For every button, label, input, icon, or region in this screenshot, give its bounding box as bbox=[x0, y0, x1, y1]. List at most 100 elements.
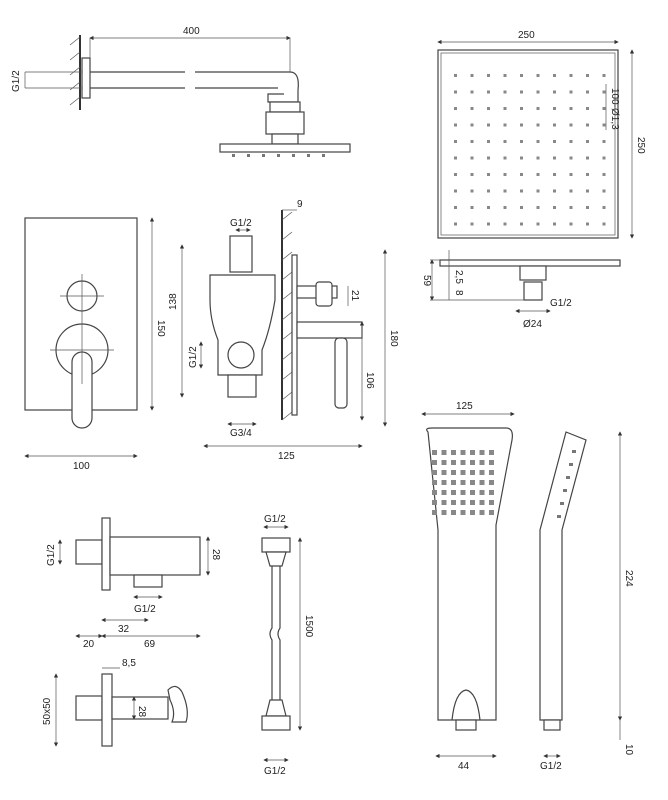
nozzle-dot bbox=[520, 206, 523, 209]
outlet-dim-b-label: 20 bbox=[83, 639, 95, 650]
nozzle-dot bbox=[553, 123, 556, 127]
hose-thread-top-label: G1/2 bbox=[264, 514, 286, 525]
wall-thickness-label: 9 bbox=[297, 199, 303, 210]
mixer-top-thread-label: G1/2 bbox=[230, 218, 252, 229]
mixer-body-drawing: G1/2 9 21 138 180 G1/2 106 G3/4 125 bbox=[168, 199, 399, 462]
nozzle-dot bbox=[520, 222, 523, 226]
nozzle-dot bbox=[460, 500, 466, 505]
nozzle-dot bbox=[454, 222, 457, 226]
nozzle-dot bbox=[441, 480, 447, 485]
nozzle-dot bbox=[569, 206, 573, 209]
nozzle-dot bbox=[520, 189, 523, 193]
nozzle-dot bbox=[479, 470, 485, 475]
nozzle-dot bbox=[503, 90, 507, 94]
hand-shower-bottom-label: 44 bbox=[458, 761, 470, 772]
plate-height-label: 150 bbox=[155, 320, 166, 337]
nozzle-dot bbox=[460, 510, 466, 515]
nozzle-dot bbox=[586, 189, 589, 193]
nozzle-dot bbox=[470, 460, 475, 465]
hand-shower-front: 125 44 bbox=[421, 401, 515, 772]
nozzle-dot bbox=[432, 450, 437, 455]
nozzle-dot bbox=[470, 450, 475, 455]
nozzle-dot bbox=[487, 123, 490, 127]
nozzle-dot bbox=[569, 140, 573, 143]
nozzle-dot bbox=[489, 450, 494, 455]
nozzle-dot bbox=[520, 123, 523, 127]
mixer-height-a-label: 138 bbox=[168, 293, 179, 310]
nozzle-dot bbox=[602, 156, 606, 160]
nozzle-dot bbox=[451, 500, 456, 505]
overhead-arm-drawing: 400 G1/2 bbox=[11, 26, 351, 157]
nozzle-dot bbox=[470, 90, 474, 94]
mixer-height-b-label: 180 bbox=[388, 330, 399, 347]
nozzle-dot bbox=[569, 90, 573, 94]
nozzle-dot bbox=[553, 90, 556, 94]
nozzle-dot bbox=[602, 90, 606, 94]
nozzle-dot bbox=[470, 222, 474, 226]
nozzle-dot bbox=[489, 510, 494, 515]
nozzle-dot bbox=[553, 107, 556, 110]
nozzle-dot bbox=[586, 90, 589, 94]
outlet-label: 21 bbox=[349, 290, 360, 302]
nozzle-dot bbox=[454, 107, 457, 110]
nozzle-dot bbox=[553, 189, 556, 193]
nozzle-dot bbox=[432, 480, 437, 485]
holder-size-label: 50x50 bbox=[42, 697, 53, 725]
lever-label: 106 bbox=[364, 372, 375, 389]
nozzle-dot bbox=[536, 107, 540, 110]
nozzle-dot bbox=[479, 450, 485, 455]
holder-drawing: 50x50 8,5 28 bbox=[42, 658, 188, 747]
nozzle-dot bbox=[569, 107, 573, 110]
plate-width-label: 100 bbox=[73, 461, 90, 472]
nozzle-dot bbox=[454, 74, 457, 77]
nozzle-dot bbox=[553, 222, 556, 226]
nozzle-dot bbox=[454, 123, 457, 127]
nozzle-dot bbox=[489, 490, 494, 495]
mixer-plate-drawing: 150 100 bbox=[24, 217, 166, 472]
nozzle-dot bbox=[586, 74, 589, 77]
nozzle-dot bbox=[470, 490, 475, 495]
nozzle-dot bbox=[470, 107, 474, 110]
nozzle-dot bbox=[470, 156, 474, 160]
hand-shower-length-label: 224 bbox=[623, 570, 634, 587]
nozzle-dot bbox=[451, 490, 456, 495]
nozzle-dot bbox=[520, 156, 523, 160]
nozzle-dot bbox=[586, 206, 589, 209]
nozzle-dot bbox=[479, 490, 485, 495]
nozzle-dot bbox=[470, 480, 475, 485]
nozzle-dot bbox=[470, 74, 474, 77]
nozzle-dot bbox=[489, 470, 494, 475]
nozzle-dot bbox=[441, 500, 447, 505]
arm-length-label: 400 bbox=[183, 26, 200, 37]
nozzle-dot bbox=[520, 140, 523, 143]
nozzle-dot bbox=[536, 189, 540, 193]
rain-head-top-view: 250 250 100-Ø1,3 bbox=[437, 30, 646, 239]
nozzle-dot bbox=[602, 206, 606, 209]
nozzle-dot bbox=[569, 123, 573, 127]
rain-head-diameter-label: Ø24 bbox=[523, 319, 542, 330]
nozzle-label: 100-Ø1,3 bbox=[609, 88, 620, 130]
nozzle-dot bbox=[503, 206, 507, 209]
nozzle-dot bbox=[536, 140, 540, 143]
nozzle-dot bbox=[503, 140, 507, 143]
nozzle-dot bbox=[487, 222, 490, 226]
nozzle-dot bbox=[441, 460, 447, 465]
nozzle-dot bbox=[432, 510, 437, 515]
nozzle-dot bbox=[553, 206, 556, 209]
nozzle-dot bbox=[454, 90, 457, 94]
nozzle-dot bbox=[470, 140, 474, 143]
plate-thickness-label: 2,5 bbox=[453, 270, 464, 284]
nozzle-dot bbox=[454, 173, 457, 176]
nozzle-dot bbox=[460, 490, 466, 495]
nozzle-dot bbox=[536, 90, 540, 94]
nozzle-dot bbox=[586, 173, 589, 176]
nozzle-dot bbox=[454, 140, 457, 143]
nozzle-dot bbox=[569, 173, 573, 176]
nozzle-dot bbox=[536, 123, 540, 127]
nozzle-dot bbox=[602, 140, 606, 143]
nozzle-dot bbox=[460, 480, 466, 485]
nozzle-dot bbox=[553, 173, 556, 176]
nozzle-dot bbox=[454, 206, 457, 209]
nozzle-dot bbox=[536, 206, 540, 209]
nozzle-dot bbox=[553, 156, 556, 160]
